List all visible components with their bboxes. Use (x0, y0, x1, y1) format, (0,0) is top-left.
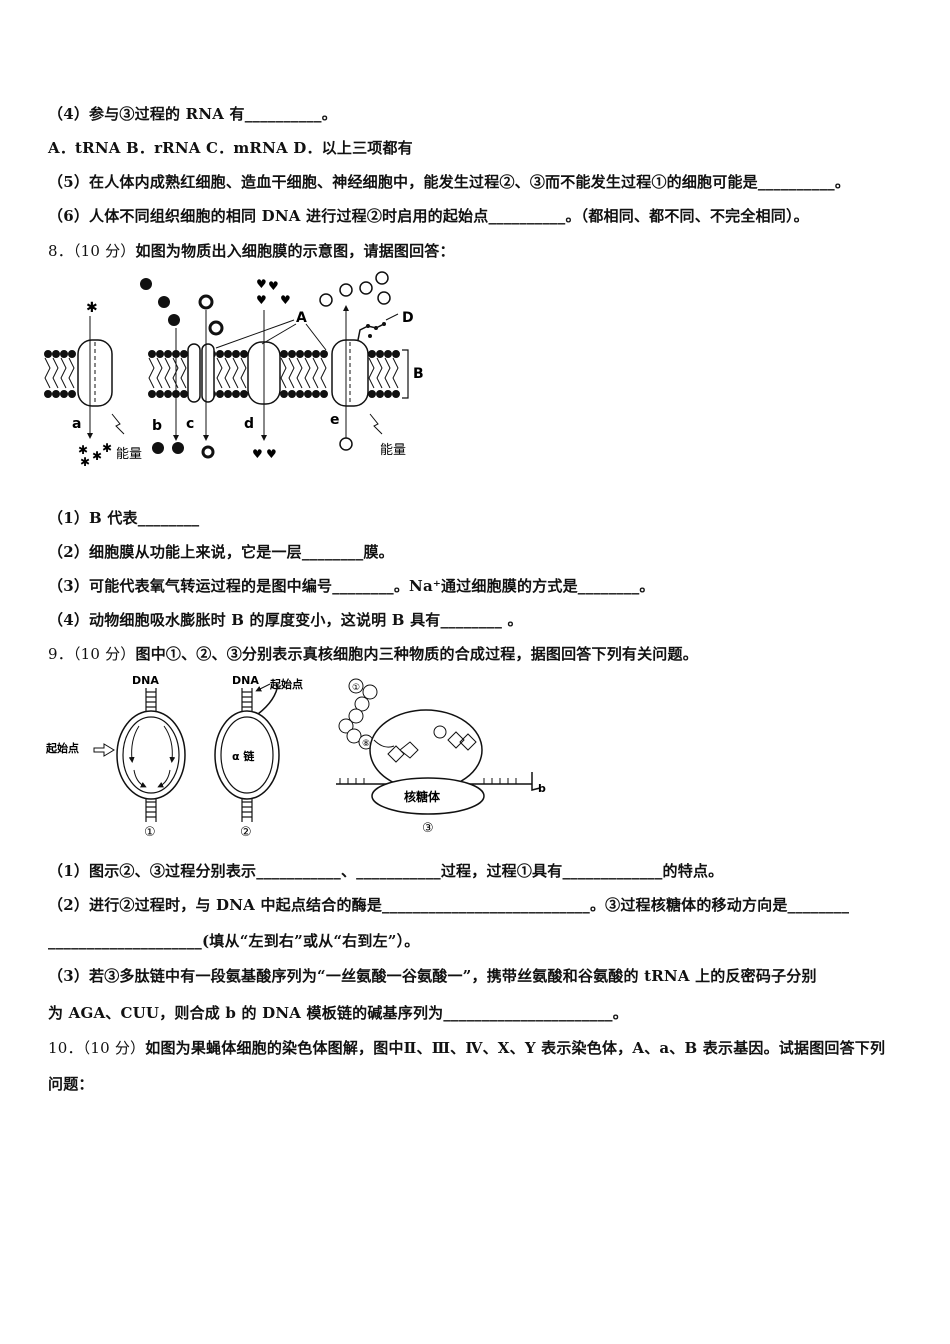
label-b: b (538, 782, 546, 795)
label-a: a (72, 416, 81, 432)
channel-protein-right (201, 343, 215, 403)
q7-part4: （4）参与③过程的 RNA 有__________。 (48, 105, 337, 123)
q10-number: 10．（10 分） (48, 1039, 146, 1057)
q7-options: A．tRNA B．rRNA C．mRNA D．以上三项都有 (48, 139, 413, 157)
label-dna-1: DNA (132, 674, 159, 687)
q9-part2: （2）进行②过程时，与 DNA 中起点结合的酶是________________… (48, 896, 850, 914)
label-energy-2: 能量 (380, 443, 406, 458)
q8-part4: （4）动物细胞吸水膨胀时 B 的厚度变小，这说明 B 具有________ 。 (48, 611, 523, 629)
q10-stem: 10．（10 分）如图为果蝇体细胞的染色体图解，图中Ⅱ、Ⅲ、Ⅳ、X、Y 表示染色… (48, 1037, 885, 1058)
q8-stem-text: 如图为物质出入细胞膜的示意图，请据图回答： (135, 242, 455, 260)
svg-text:✱: ✱ (80, 455, 90, 468)
q9-part3-continued: 为 AGA、CUU，则合成 b 的 DNA 模板链的碱基序列为_________… (48, 1004, 628, 1022)
q9-part1: （1）图示②、③过程分别表示___________、___________过程，… (48, 862, 724, 880)
channel-protein-left (187, 343, 201, 403)
svg-text:✱: ✱ (102, 441, 112, 455)
label-A: A (296, 310, 307, 326)
label-origin-1: 起始点 (45, 741, 79, 755)
label-alpha-chain: α 链 (232, 749, 255, 763)
svg-text:✱: ✱ (78, 443, 88, 457)
q8-part3: （3）可能代表氧气转运过程的是图中编号________。Na⁺通过细胞膜的方式是… (48, 577, 655, 595)
q8-part2: （2）细胞膜从功能上来说，它是一层________膜。 (48, 543, 394, 561)
label-dna-2: DNA (232, 674, 259, 687)
q9-stem: 9．（10 分）图中①、②、③分别表示真核细胞内三种物质的合成过程，据图回答下列… (48, 643, 698, 664)
membrane-transport-figure: B D A ✱ ♥ ♥♥♥ ✱✱✱✱ ♥♥ a b c d e 能量 能量 (44, 271, 424, 468)
q8-part1: （1）B 代表________ (48, 509, 200, 527)
label-process-1: ① (144, 825, 156, 840)
svg-text:⑧: ⑧ (362, 739, 370, 749)
q8-number: 8．（10 分） (48, 242, 136, 260)
svg-text:♥: ♥ (266, 447, 277, 461)
q9-number: 9．（10 分） (48, 645, 136, 663)
svg-text:♥: ♥ (268, 279, 279, 293)
label-d: d (244, 416, 254, 432)
svg-text:♥: ♥ (280, 293, 291, 307)
q7-part6: （6）人体不同组织细胞的相同 DNA 进行过程②时启用的起始点_________… (48, 207, 809, 225)
label-b: b (152, 418, 162, 434)
q10-stem-continued: 问题： (48, 1075, 94, 1093)
label-B: B (413, 366, 424, 382)
label-process-2: ② (240, 825, 252, 840)
q9-stem-text: 图中①、②、③分别表示真核细胞内三种物质的合成过程，据图回答下列有关问题。 (135, 645, 698, 663)
q7-part5: （5）在人体内成熟红细胞、造血干细胞、神经细胞中，能发生过程②、③而不能发生过程… (48, 173, 851, 191)
svg-text:♥: ♥ (252, 447, 263, 461)
phospholipid-bilayer (44, 350, 400, 398)
synthesis-process-figure: DNA 起始点 ① DNA 起始点 α 链 ② ① ⑧ 核糖体 (45, 674, 546, 840)
svg-text:♥: ♥ (256, 293, 267, 307)
molecule-heart-top: ♥ (256, 277, 267, 291)
label-e: e (330, 412, 340, 428)
svg-text:①: ① (352, 683, 360, 693)
label-ribosome: 核糖体 (404, 789, 441, 804)
label-process-3: ③ (422, 821, 434, 836)
q10-stem-text: 如图为果蝇体细胞的染色体图解，图中Ⅱ、Ⅲ、Ⅳ、X、Y 表示染色体，A、a、B 表… (145, 1039, 886, 1057)
q8-stem: 8．（10 分）如图为物质出入细胞膜的示意图，请据图回答： (48, 240, 455, 261)
label-energy-1: 能量 (116, 447, 142, 462)
label-D: D (402, 310, 414, 326)
q9-part2-continued: ____________________(填从“左到右”或从“右到左”）。 (48, 932, 420, 950)
label-c: c (186, 416, 194, 432)
label-origin-2: 起始点 (269, 677, 303, 691)
molecule-star-top: ✱ (86, 300, 98, 316)
svg-text:✱: ✱ (92, 449, 102, 463)
q9-part3: （3）若③多肽链中有一段氨基酸序列为“一丝氨酸一谷氨酸一”，携带丝氨酸和谷氨酸的… (48, 967, 817, 985)
